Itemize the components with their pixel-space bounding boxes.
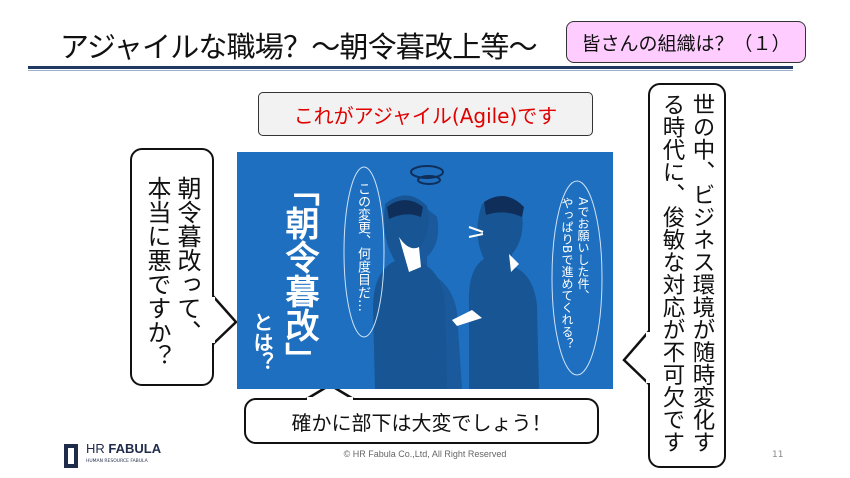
logo-subtext: HUMAN RESOURCE FABULA xyxy=(86,459,148,464)
image-main-text: 「朝令暮改」 xyxy=(279,172,319,376)
image-speech-text: Aでお願いした件、 やっぱりBで進めてくれる？ xyxy=(559,197,591,349)
logo-text: HR FABULA xyxy=(86,441,161,456)
bottom-speech-bubble: 確かに部下は大変でしょう！ xyxy=(244,398,599,444)
left-speech-bubble: 朝令暮改って、 本当に悪ですか？ xyxy=(130,148,214,386)
question-badge: 皆さんの組織は？（１） xyxy=(566,21,806,63)
right-bubble-line1: 世の中、ビジネス環境が随時変化す xyxy=(689,93,715,453)
title-underline-thin xyxy=(28,70,793,71)
copyright: © HR Fabula Co.,Ltd, All Right Reserved xyxy=(343,449,507,459)
logo-text-fabula: FABULA xyxy=(108,441,162,456)
image-thought-text: この変更、何度目だ… xyxy=(355,182,370,312)
illustration-image: 「朝令暮改」 とは？ この変更、何度目だ… Aでお願いした件、 やっぱりBで進め… xyxy=(237,152,613,389)
logo-text-hr: HR xyxy=(86,441,109,456)
image-speech-line2: やっぱりBで進めてくれる？ xyxy=(560,197,574,350)
image-speech-line1: Aでお願いした件、 xyxy=(576,197,590,302)
right-bubble-line2: る時代に、俊敏な対応が不可欠です xyxy=(659,93,685,453)
page-number: 11 xyxy=(772,450,784,460)
company-logo: HR FABULA HUMAN RESOURCE FABULA xyxy=(62,440,172,472)
left-bubble-line2: 本当に悪ですか？ xyxy=(143,176,171,368)
headline-box: これがアジャイル(Agile)です xyxy=(258,92,593,136)
logo-mark-icon xyxy=(64,444,78,468)
left-bubble-line1: 朝令暮改って、 xyxy=(173,176,201,344)
right-speech-bubble: 世の中、ビジネス環境が随時変化す る時代に、俊敏な対応が不可欠です xyxy=(648,83,726,468)
title-underline xyxy=(28,66,793,69)
slide-title: アジャイルな職場？～朝令暮改上等～ xyxy=(60,30,538,64)
image-sub-text: とは？ xyxy=(250,312,274,372)
